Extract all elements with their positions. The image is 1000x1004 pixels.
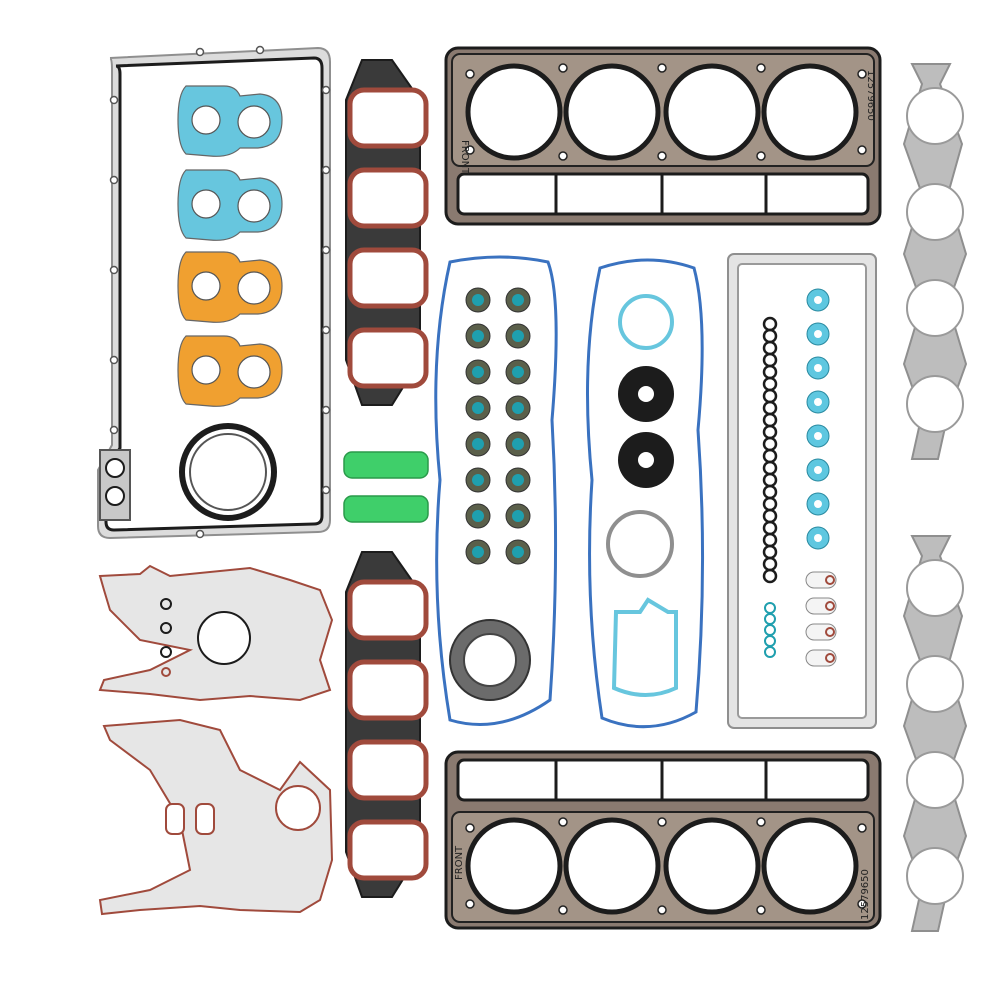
- intake-port-seal: [347, 167, 429, 229]
- cylinder-bore: [663, 817, 761, 915]
- valley-cover-gasket: [727, 253, 877, 729]
- intake-port-seal: [347, 247, 429, 309]
- valve-stem-seal: [505, 395, 531, 421]
- exhaust-port: [906, 559, 964, 617]
- head-gasket-top: FRONT 12579650: [444, 46, 882, 226]
- exhaust-port: [906, 183, 964, 241]
- valve-stem-seal: [505, 431, 531, 457]
- cylinder-bores-top: [465, 63, 867, 161]
- water-pump-gasket: [177, 85, 283, 157]
- water-pump-gasket: [177, 251, 283, 323]
- injector-seal: [806, 458, 830, 482]
- valve-stem-seal: [505, 287, 531, 313]
- cylinder-bore: [465, 63, 563, 161]
- intake-port-seal: [347, 739, 429, 801]
- black-grommet: [618, 366, 674, 422]
- small-o-ring: [764, 646, 776, 658]
- exhaust-port: [906, 87, 964, 145]
- exhaust-donut-gasket: [449, 619, 531, 701]
- injector-seal: [806, 492, 830, 516]
- valve-stem-seal: [465, 431, 491, 457]
- valve-stem-seal: [505, 503, 531, 529]
- o-ring: [762, 568, 778, 584]
- exhaust-port: [906, 279, 964, 337]
- timing-cover-gasket-lower: [98, 718, 334, 916]
- green-plug: [343, 451, 429, 479]
- valve-stem-seal: [465, 395, 491, 421]
- valve-stem-seal: [465, 467, 491, 493]
- exhaust-port: [906, 655, 964, 713]
- cylinder-bore: [761, 63, 859, 161]
- valve-stem-seal: [505, 323, 531, 349]
- exhaust-port: [906, 375, 964, 433]
- exhaust-port: [906, 751, 964, 809]
- cylinder-bore: [563, 817, 661, 915]
- part-number-top: 12579650: [865, 70, 876, 121]
- valve-stem-seal: [465, 503, 491, 529]
- intake-gasket-upper: [345, 59, 429, 406]
- cylinder-bores-bottom: [465, 817, 867, 915]
- valve-stem-seal: [505, 467, 531, 493]
- injector-seal: [806, 390, 830, 414]
- valve-stem-seals: [465, 287, 531, 565]
- oil-pan-bolt-holes: [109, 45, 331, 539]
- injector-seal: [806, 288, 830, 312]
- intake-port-seal: [347, 579, 429, 641]
- exhaust-manifold-gasket-bottom: [902, 535, 968, 932]
- exhaust-port: [906, 847, 964, 905]
- water-pump-gaskets: [177, 85, 283, 407]
- front-label-bottom: FRONT: [454, 845, 465, 880]
- green-plugs: [343, 451, 429, 523]
- valve-cover-gasket-left: [434, 255, 558, 726]
- valve-cover-gasket-right: [586, 258, 705, 729]
- o-rings: [762, 316, 778, 658]
- head-gasket-bottom: FRONT 12579650: [444, 750, 882, 930]
- cylinder-bore: [761, 817, 859, 915]
- valve-stem-seal: [465, 323, 491, 349]
- injector-seal: [806, 356, 830, 380]
- injector-seal: [806, 424, 830, 448]
- sensor-seal: [805, 571, 837, 589]
- cylinder-bore: [465, 817, 563, 915]
- valve-stem-seal: [465, 287, 491, 313]
- timing-cover-gasket-upper: [98, 564, 334, 702]
- valve-stem-seal: [465, 359, 491, 385]
- black-grommet: [618, 432, 674, 488]
- injector-seal: [806, 526, 830, 550]
- front-label-top: FRONT: [459, 140, 470, 175]
- sensor-seal: [805, 623, 837, 641]
- water-pump-gasket: [177, 169, 283, 241]
- valve-stem-seal: [505, 359, 531, 385]
- cylinder-bore: [663, 63, 761, 161]
- valve-stem-seal: [505, 539, 531, 565]
- intake-gasket-lower: [345, 551, 429, 898]
- green-plug: [343, 495, 429, 523]
- cylinder-bore: [563, 63, 661, 161]
- exhaust-manifold-gasket-top: [902, 63, 968, 460]
- cyan-throttle-gasket: [611, 597, 678, 697]
- valve-stem-seal: [465, 539, 491, 565]
- injector-seal: [806, 322, 830, 346]
- intake-port-seal: [347, 659, 429, 721]
- sensor-seal: [805, 597, 837, 615]
- steel-ring-gasket: [606, 510, 674, 578]
- intake-port-seal: [347, 819, 429, 881]
- rear-main-seal: [179, 423, 277, 521]
- intake-port-seal: [347, 87, 429, 149]
- part-number-bottom: 12579650: [860, 869, 871, 920]
- injector-seals: [805, 288, 837, 667]
- intake-port-seal: [347, 327, 429, 389]
- cyan-ring-gasket: [618, 294, 674, 350]
- right-cover-parts: [606, 294, 678, 697]
- water-pump-gasket: [177, 335, 283, 407]
- sensor-seal: [805, 649, 837, 667]
